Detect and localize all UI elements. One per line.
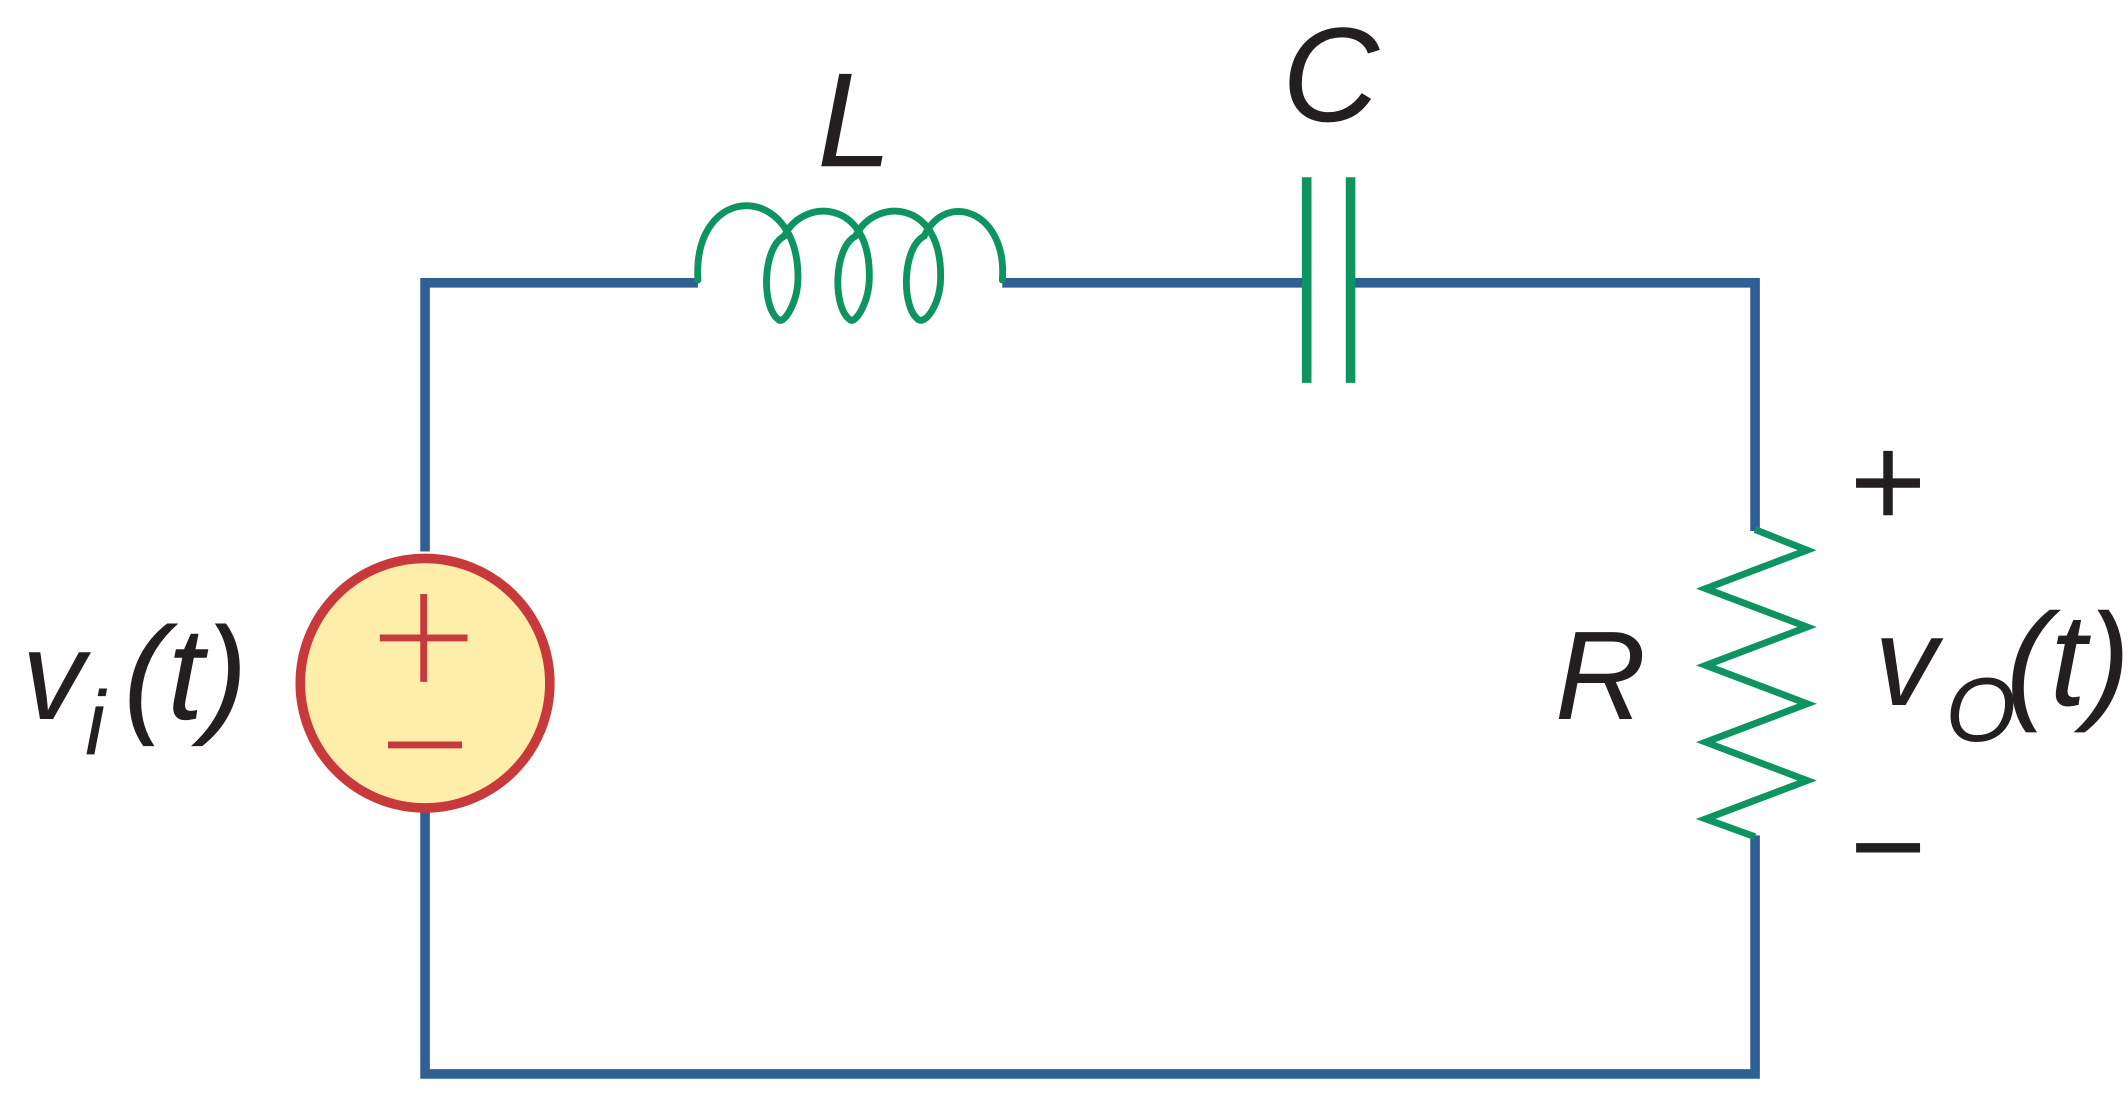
resistor (1695, 526, 1817, 840)
output-voltage-symbol: v (1874, 591, 1944, 732)
capacitor (1301, 177, 1356, 383)
output-voltage-label: v O (t) (1874, 586, 2128, 761)
input-voltage-label: v i (t) (22, 600, 248, 775)
voltage-source-body (295, 553, 555, 813)
resistor-label: R (1555, 605, 1646, 746)
inductor-label: L (817, 45, 892, 195)
voltage-source (295, 553, 555, 813)
wires (420, 278, 1760, 1079)
wire-capacitor-resistor (1350, 278, 1760, 531)
output-voltage-subscript: O (1946, 660, 2016, 761)
output-plus-sign: + (1850, 408, 1927, 555)
resistor-zigzag (1695, 526, 1817, 840)
inductor (694, 202, 1006, 324)
source-plus-icon (379, 594, 468, 682)
wire-bottom-return (420, 809, 1760, 1079)
input-voltage-symbol: v (22, 605, 92, 746)
wire-left-top (420, 278, 698, 552)
inductor-coil (694, 202, 1006, 324)
input-voltage-subscript: i (85, 673, 108, 774)
output-voltage-arg: (t) (2006, 586, 2128, 733)
capacitor-label: C (1282, 0, 1380, 150)
output-minus-sign: − (1850, 773, 1927, 920)
input-voltage-arg: (t) (123, 600, 247, 747)
